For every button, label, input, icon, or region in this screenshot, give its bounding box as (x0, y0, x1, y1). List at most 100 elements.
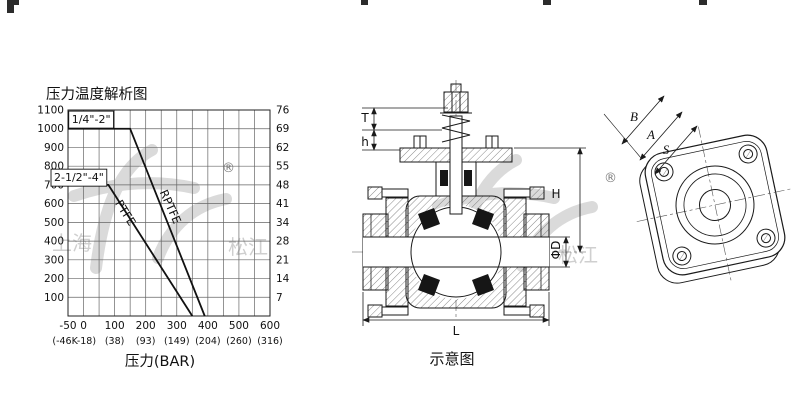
x-axis-tick-c: (204) (195, 336, 221, 347)
flange-dims-part (654, 125, 698, 175)
y-axis-tick-bar: 76 (276, 105, 290, 117)
x-axis-tick-f: 500 (229, 320, 249, 332)
y-axis-tick-psi: 1000 (37, 123, 64, 135)
chart-title: 压力温度解析图 (46, 86, 148, 103)
raised-face-circle (675, 165, 755, 245)
chart-series-line (68, 127, 206, 317)
valve-seats-part (472, 208, 494, 230)
series-range-label-box (50, 168, 108, 187)
x-axis-tick-f: -50 (59, 320, 76, 332)
valve-dim-D: ΦD (549, 236, 570, 268)
valve-cross-section: T h H ΦD L 示意图 (352, 80, 586, 368)
bolt-hole (672, 246, 692, 266)
y-axis-tick-bar: 48 (276, 179, 289, 191)
x-axis-tick-f: 0 (80, 320, 87, 332)
y-axis-tick-bar: 28 (276, 236, 289, 248)
flange-face-part (676, 251, 687, 262)
y-axis-tick-bar: 21 (276, 254, 289, 266)
valve-body-bolts-part (381, 306, 409, 316)
valve-seats-part (418, 274, 440, 296)
y-axis-tick-bar: 69 (276, 123, 289, 135)
x-axis-tick-f: 400 (198, 320, 218, 332)
valve-stem-assembly (399, 83, 513, 215)
stem-tip (450, 83, 462, 93)
y-axis-tick-psi: 500 (44, 217, 64, 229)
stem (449, 115, 463, 215)
series-range-label: 1/4"-2" (72, 113, 111, 126)
dim-label-L: L (453, 324, 460, 338)
stem-nut (443, 91, 469, 113)
y-axis-tick-bar: 62 (276, 142, 289, 154)
watermark-logo-left: 上海 松江 ® (52, 144, 268, 274)
x-axis-tick-f: 600 (260, 320, 280, 332)
x-axis-tick-c: (-46K-18) (52, 336, 96, 347)
x-axis-tick-f: 200 (136, 320, 156, 332)
dim-label-B: B (630, 109, 638, 124)
flow-bore (363, 237, 549, 267)
flange-face-part (636, 188, 794, 222)
dim-label-A: A (646, 127, 655, 142)
chart-plot-border (67, 109, 271, 317)
watermark-logo-stroke (152, 193, 232, 264)
corner-mark (7, 0, 19, 13)
flange-face-part (761, 233, 772, 244)
y-axis-tick-bar: 41 (276, 198, 289, 210)
bolt-nut (529, 304, 545, 318)
dim-label-bore-diameter: ΦD (549, 241, 563, 260)
chart-plot-area: 1100761000699006280055700486004150034400… (37, 105, 289, 348)
flange-dims: B A S (603, 95, 698, 175)
x-axis-tick-c: (93) (136, 336, 156, 347)
bolt-head (367, 304, 383, 318)
x-axis-tick-f: 100 (105, 320, 125, 332)
flange-end-view: B A S (603, 95, 794, 284)
valve-seats (418, 208, 494, 296)
x-axis-tick-c: (149) (164, 336, 190, 347)
series-range-label: 2-1/2"-4" (54, 171, 104, 184)
bolt-head (367, 186, 383, 200)
bolt-hole (738, 144, 758, 164)
valve-dim-L: L (362, 292, 550, 338)
x-axis-tick-c: (38) (105, 336, 125, 347)
curve-material-label: PTFE (112, 197, 139, 228)
stem-packing (440, 170, 448, 186)
watermark-logo-stroke (68, 177, 200, 202)
valve-seats-part (472, 274, 494, 296)
x-axis-tick-f: 300 (167, 320, 187, 332)
watermark-text-city: 上海 (52, 231, 92, 255)
stem-spring (441, 114, 471, 143)
y-axis-tick-psi: 400 (44, 236, 64, 248)
bolt-nut (529, 186, 545, 200)
valve-caption: 示意图 (429, 350, 474, 368)
gasket-circle (683, 173, 747, 237)
valve-body-bolts-part (381, 188, 409, 198)
registered-mark-icon: ® (222, 161, 235, 176)
valve-body-bolts-part (503, 306, 531, 316)
bolt-hole (756, 228, 776, 248)
valve-seats-part (418, 208, 440, 230)
y-axis-tick-bar: 55 (276, 161, 289, 173)
page-crop-marks-part (361, 0, 368, 5)
valve-dim-T-h: T h (360, 107, 448, 151)
watermark-text-district: 松江 (558, 243, 598, 267)
registered-mark-icon: ® (604, 171, 617, 186)
valve-body-bolts-part (503, 188, 531, 198)
valve-dim-H: H (514, 147, 586, 253)
y-axis-tick-psi: 900 (44, 142, 64, 154)
chart-x-axis-title: 压力(BAR) (125, 353, 195, 370)
watermark-text-district: 松江 (228, 235, 268, 259)
flange-dims-part (621, 95, 665, 145)
pressure-temperature-chart: 压力温度解析图 11007610006990062800557004860041… (37, 86, 289, 370)
flange-face-part (743, 148, 754, 159)
page-crop-marks-part (699, 0, 707, 5)
dim-label-T: T (360, 111, 369, 125)
page-crop-marks-part (543, 0, 551, 5)
y-axis-tick-bar: 7 (276, 292, 283, 304)
y-axis-tick-bar: 34 (276, 217, 290, 229)
dim-label-h: h (361, 135, 369, 149)
bore-circle (699, 189, 731, 221)
y-axis-tick-psi: 200 (44, 273, 64, 285)
page-crop-marks (7, 0, 707, 13)
x-axis-tick-c: (316) (257, 336, 283, 347)
